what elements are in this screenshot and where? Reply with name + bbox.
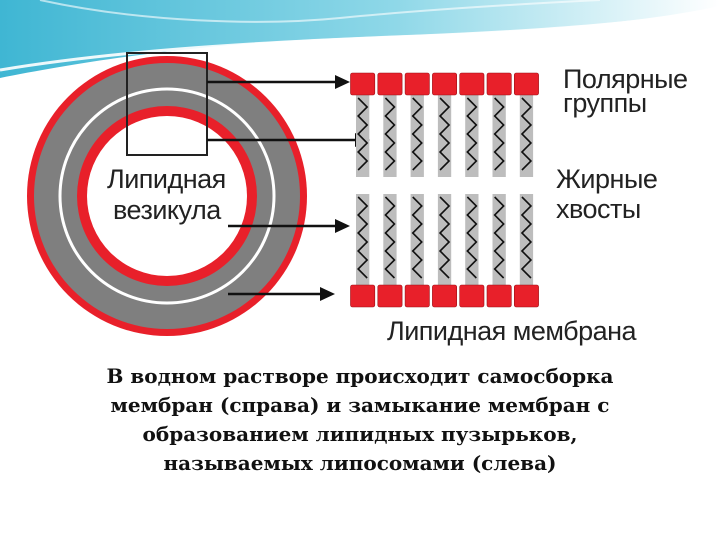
- polar-head-bottom: [459, 284, 485, 308]
- fatty-tail-lower: [384, 196, 396, 279]
- tail-band-lower: [519, 194, 534, 285]
- fatty-tail-lower: [357, 196, 369, 279]
- polar-groups-label-line1: Полярные: [563, 64, 688, 94]
- polar-groups-label-line2: группы: [563, 88, 647, 118]
- lipid-membrane: [350, 72, 539, 308]
- caption-line-4: называемых липосомами (слева): [163, 451, 557, 475]
- polar-head-top: [513, 72, 539, 96]
- fatty-tails-label-line1: Жирные: [556, 164, 658, 194]
- arrow-tails-bottom: [228, 219, 350, 233]
- caption: В водном растворе происходит самосборка …: [60, 362, 660, 478]
- tail-band-lower: [437, 194, 452, 285]
- polar-head-bottom: [404, 284, 430, 308]
- tail-band-lower: [410, 194, 424, 285]
- fatty-tail-lower: [466, 196, 478, 279]
- polar-head-bottom: [350, 284, 376, 308]
- polar-head-top: [350, 72, 376, 96]
- polar-head-bottom: [432, 284, 457, 308]
- arrow-polar-top: [207, 75, 350, 89]
- zoom-selection-box: [126, 52, 208, 156]
- fatty-tail-upper: [357, 97, 369, 171]
- polar-head-top: [404, 72, 430, 96]
- tail-band-lower: [383, 194, 397, 285]
- tail-band-lower: [492, 194, 506, 285]
- caption-line-1: В водном растворе происходит самосборка: [106, 364, 614, 388]
- vesicle-label-line2: везикула: [113, 195, 221, 225]
- fatty-tail-upper: [411, 97, 423, 171]
- vesicle-label-line1: Липидная: [107, 164, 226, 194]
- polar-head-bottom: [377, 284, 403, 308]
- fatty-tails-label-line2: хвосты: [556, 194, 641, 224]
- fatty-tail-upper: [438, 97, 451, 171]
- fatty-tail-upper: [466, 97, 478, 171]
- fatty-tail-lower: [520, 196, 533, 279]
- caption-line-2: мембран (справа) и замыкание мембран с: [110, 393, 610, 417]
- fatty-tail-lower: [493, 196, 505, 279]
- lipid-vesicle: [27, 52, 307, 336]
- polar-head-bottom: [486, 284, 512, 308]
- caption-line-3: образованием липидных пузырьков,: [142, 422, 578, 446]
- fatty-tail-upper: [384, 97, 396, 171]
- polar-head-top: [377, 72, 403, 96]
- membrane-label: Липидная мембрана: [387, 316, 637, 346]
- fatty-tail-upper: [493, 97, 505, 171]
- polar-head-top: [486, 72, 512, 96]
- tail-band-lower: [465, 194, 479, 285]
- polar-head-bottom: [513, 284, 539, 308]
- arrow-polar-bottom: [228, 287, 335, 301]
- fatty-tail-lower: [438, 196, 451, 279]
- vesicle-white-gap: [58, 87, 276, 305]
- polar-head-top: [459, 72, 485, 96]
- fatty-tail-lower: [411, 196, 423, 279]
- tail-band-lower: [356, 194, 370, 285]
- polar-head-top: [432, 72, 457, 96]
- fatty-tail-upper: [520, 97, 533, 171]
